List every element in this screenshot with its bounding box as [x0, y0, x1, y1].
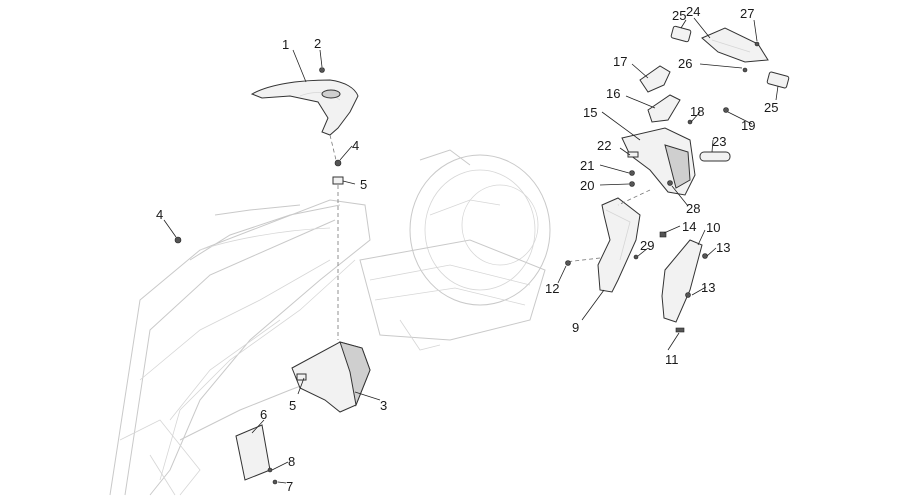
part-28-screw [667, 180, 673, 186]
part-23-reflector [699, 151, 731, 162]
callout-17: 17 [613, 54, 627, 69]
part-8-washer [267, 467, 273, 473]
callout-labels: 1 2 3 4 4 5 5 6 7 8 9 10 11 12 13 13 14 … [156, 4, 778, 494]
part-3-lower-housing [291, 341, 371, 413]
part-25-pad-upper [670, 25, 692, 43]
callout-27: 27 [740, 6, 754, 21]
part-9-bracket [597, 197, 641, 293]
leader-lines [163, 17, 779, 484]
callout-21: 21 [580, 158, 594, 173]
part-13-screw-upper [702, 253, 708, 259]
part-15-tail-housing [621, 127, 696, 196]
callout-16: 16 [606, 86, 620, 101]
part-19-screw [723, 107, 729, 113]
callout-24: 24 [686, 4, 700, 19]
part-21-screw [629, 170, 635, 176]
part-26-screw [742, 67, 748, 73]
callout-14: 14 [682, 219, 696, 234]
callout-19: 19 [741, 118, 755, 133]
callout-10: 10 [706, 220, 720, 235]
callout-1: 1 [282, 37, 289, 52]
part-29-screw [633, 254, 639, 260]
frame-outline [109, 199, 371, 496]
part-4-screw-upper [334, 159, 342, 167]
part-4-screw-left [174, 236, 182, 244]
part-16-bracket-small [647, 94, 681, 123]
callout-13-lower: 13 [701, 280, 715, 295]
callout-6: 6 [260, 407, 267, 422]
callout-9: 9 [572, 320, 579, 335]
callout-13-upper: 13 [716, 240, 730, 255]
part-11-screw [675, 327, 685, 333]
part-14-clip [659, 231, 667, 238]
callout-4-upper: 4 [352, 138, 359, 153]
callout-8: 8 [288, 454, 295, 469]
callout-5-lower: 5 [289, 398, 296, 413]
part-17-cap [639, 65, 671, 93]
callout-25-upper: 25 [672, 8, 686, 23]
callout-7: 7 [286, 479, 293, 494]
part-12-screw [565, 260, 571, 266]
callout-3: 3 [380, 398, 387, 413]
callout-26: 26 [678, 56, 692, 71]
part-22-clip [627, 151, 639, 158]
callout-2: 2 [314, 36, 321, 51]
part-25-pad-lower [766, 71, 790, 89]
part-13-screw-lower [685, 292, 691, 298]
callout-20: 20 [580, 178, 594, 193]
part-18-screw [687, 119, 693, 125]
callout-11: 11 [665, 352, 679, 367]
part-10-side-panel [661, 239, 703, 323]
callout-12: 12 [545, 281, 559, 296]
engine-wheel-outline [359, 149, 551, 351]
part-27-screw [754, 41, 760, 47]
callout-5-upper: 5 [360, 177, 367, 192]
part-5-clip-upper [332, 176, 344, 185]
callout-28: 28 [686, 201, 700, 216]
part-2-screw [319, 67, 325, 73]
callout-23: 23 [712, 134, 726, 149]
callout-18: 18 [690, 104, 704, 119]
callout-22: 22 [597, 138, 611, 153]
part-24-plate-holder [701, 27, 769, 63]
callout-4-left: 4 [156, 207, 163, 222]
callout-15: 15 [583, 105, 597, 120]
part-7-screw [272, 479, 278, 485]
part-6-plate [235, 424, 271, 481]
part-20-washer [629, 181, 635, 187]
callout-29: 29 [640, 238, 654, 253]
callout-25-lower: 25 [764, 100, 778, 115]
part-1-upper-cover [250, 79, 359, 136]
